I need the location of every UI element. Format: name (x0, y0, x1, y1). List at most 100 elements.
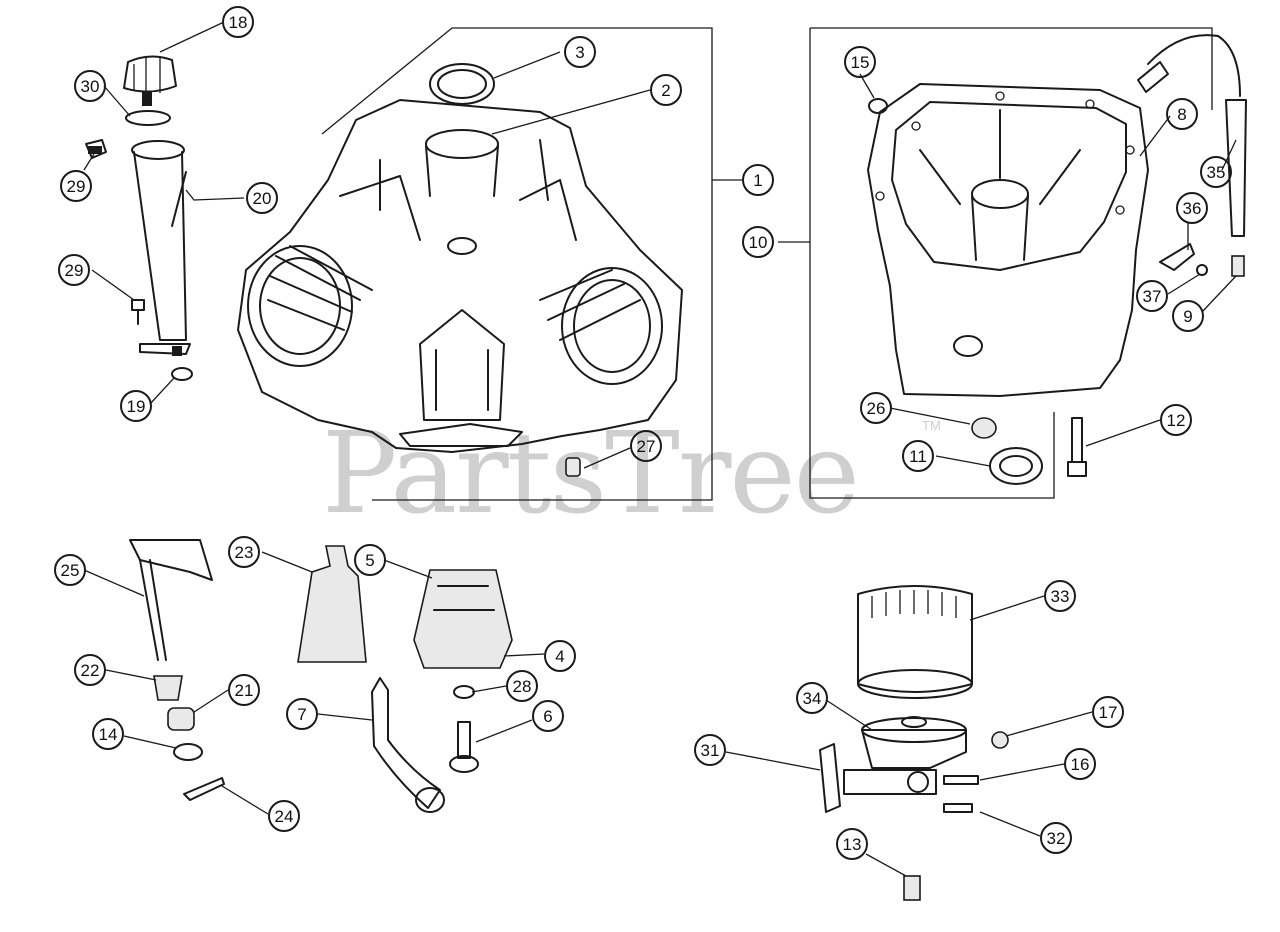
oil-fill-tube (133, 151, 187, 341)
callout-8[interactable]: 8 (1166, 98, 1198, 130)
svg-text:20: 20 (253, 189, 272, 208)
callout-31[interactable]: 31 (694, 734, 726, 766)
callout-34[interactable]: 34 (796, 682, 828, 714)
sump-bracket (810, 27, 1213, 110)
callout-11[interactable]: 11 (902, 440, 934, 472)
svg-text:18: 18 (229, 13, 248, 32)
svg-text:11: 11 (909, 447, 927, 466)
svg-text:22: 22 (81, 661, 100, 680)
callout-27[interactable]: 27 (630, 430, 662, 462)
svg-text:37: 37 (1143, 287, 1162, 306)
callouts: 18 30 29 20 29 19 3 2 1 27 15 8 35 36 10… (54, 6, 1232, 860)
dipstick-tube (1137, 34, 1247, 277)
governor-shaft (129, 539, 213, 661)
seal (429, 63, 495, 105)
callout-5[interactable]: 5 (354, 544, 386, 576)
callout-21[interactable]: 21 (228, 674, 260, 706)
fitting (991, 731, 1009, 749)
svg-text:31: 31 (701, 741, 720, 760)
sump-bracket-lower (809, 28, 1055, 499)
svg-text:34: 34 (803, 689, 822, 708)
oil-filter-adapter (843, 716, 967, 795)
callout-17[interactable]: 17 (1092, 696, 1124, 728)
callout-10[interactable]: 10 (742, 226, 774, 258)
callout-4[interactable]: 4 (544, 640, 576, 672)
hairpin-clip (183, 777, 225, 801)
callout-32[interactable]: 32 (1040, 822, 1072, 854)
cover-bolt (1067, 417, 1087, 477)
oil-filter (857, 585, 973, 699)
svg-text:29: 29 (65, 261, 84, 280)
leader-lines (83, 21, 1237, 877)
callout-23[interactable]: 23 (228, 536, 260, 568)
callout-14[interactable]: 14 (92, 718, 124, 750)
svg-text:35: 35 (1207, 163, 1226, 182)
callout-33[interactable]: 33 (1044, 580, 1076, 612)
washer-small (868, 98, 888, 114)
svg-text:15: 15 (851, 53, 870, 72)
oil-fill-assembly (85, 55, 193, 381)
washer (171, 367, 193, 381)
bracket (1159, 243, 1195, 271)
oil-fill-cap (123, 55, 177, 93)
o-ring (125, 110, 171, 126)
callout-28[interactable]: 28 (506, 670, 538, 702)
svg-text:30: 30 (81, 77, 100, 96)
drain-plug (903, 875, 921, 901)
dipstick (171, 171, 187, 227)
callout-26[interactable]: 26 (860, 392, 892, 424)
svg-text:12: 12 (1167, 411, 1186, 430)
callout-9[interactable]: 9 (1172, 300, 1204, 332)
svg-text:16: 16 (1071, 755, 1090, 774)
callout-35[interactable]: 35 (1200, 156, 1232, 188)
group-brackets (321, 27, 1213, 501)
callout-19[interactable]: 19 (120, 390, 152, 422)
plug (971, 417, 997, 439)
shaft-pin (449, 721, 479, 773)
svg-text:23: 23 (235, 543, 254, 562)
callout-7[interactable]: 7 (286, 698, 318, 730)
crankcase-cover (867, 83, 1149, 397)
callout-25[interactable]: 25 (54, 554, 86, 586)
callout-37[interactable]: 37 (1136, 280, 1168, 312)
callout-3[interactable]: 3 (564, 36, 596, 68)
svg-text:2: 2 (661, 81, 670, 100)
adapter-screw (943, 803, 973, 813)
svg-text:5: 5 (365, 551, 374, 570)
svg-text:28: 28 (513, 677, 532, 696)
governor-gear (167, 707, 195, 731)
callout-2[interactable]: 2 (650, 74, 682, 106)
svg-text:17: 17 (1099, 703, 1118, 722)
callout-30[interactable]: 30 (74, 70, 106, 102)
adapter-gasket (819, 743, 841, 813)
oil-pickup (371, 677, 441, 809)
svg-text:4: 4 (555, 647, 564, 666)
callout-18[interactable]: 18 (222, 6, 254, 38)
callout-29[interactable]: 29 (58, 254, 90, 286)
callout-1[interactable]: 1 (742, 164, 774, 196)
callout-12[interactable]: 12 (1160, 404, 1192, 436)
svg-text:27: 27 (637, 437, 656, 456)
callout-6[interactable]: 6 (532, 700, 564, 732)
adapter-bolt (943, 775, 979, 785)
svg-text:9: 9 (1183, 307, 1192, 326)
svg-text:10: 10 (749, 233, 768, 252)
callout-16[interactable]: 16 (1064, 748, 1096, 780)
svg-text:3: 3 (575, 43, 584, 62)
governor-washer (173, 743, 203, 761)
callout-22[interactable]: 22 (74, 654, 106, 686)
callout-36[interactable]: 36 (1176, 192, 1208, 224)
crankcase-bracket (321, 27, 713, 501)
callout-24[interactable]: 24 (268, 800, 300, 832)
callout-20[interactable]: 20 (246, 182, 278, 214)
callout-29[interactable]: 29 (60, 170, 92, 202)
callout-13[interactable]: 13 (836, 828, 868, 860)
svg-text:1: 1 (753, 171, 762, 190)
governor-gear-cup (153, 675, 183, 701)
cover-plate (297, 545, 367, 663)
callout-15[interactable]: 15 (844, 46, 876, 78)
watermark-trademark: TM (922, 418, 941, 433)
crankcase (237, 99, 683, 453)
oil-seal (989, 447, 1043, 485)
washer-28 (453, 685, 475, 699)
